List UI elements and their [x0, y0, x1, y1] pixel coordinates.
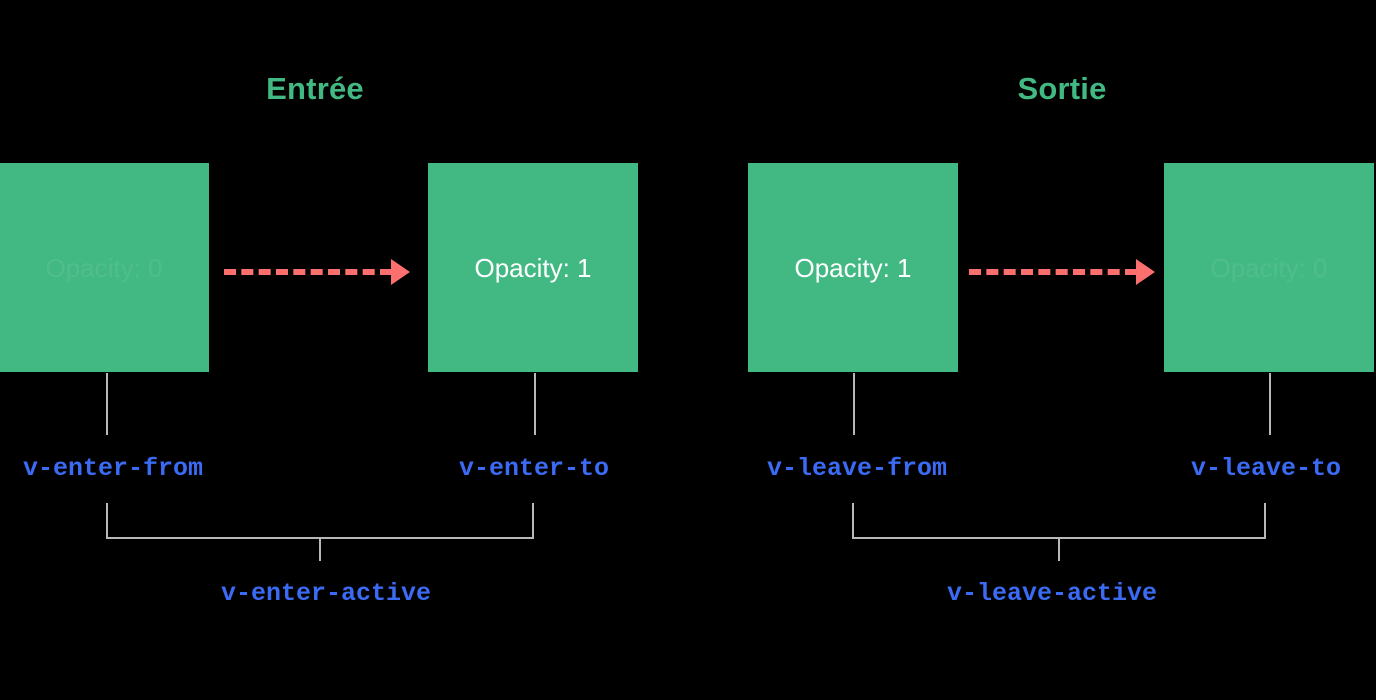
section-title-enter: Entrée: [266, 71, 364, 106]
class-label-v-enter-to: v-enter-to: [458, 454, 610, 483]
connector-line-leave-from: [853, 373, 855, 435]
span-bracket-icon-enter: [106, 503, 534, 539]
connector-line-enter-from: [106, 373, 108, 435]
class-label-v-leave-from: v-leave-from: [766, 454, 948, 483]
class-label-v-enter-from: v-enter-from: [22, 454, 204, 483]
dashed-arrow-right-icon: [969, 259, 1155, 285]
state-box-enter-from: Opacity: 0: [0, 163, 209, 372]
connector-line-enter-to: [534, 373, 536, 435]
bracket-stem-leave: [1058, 539, 1060, 561]
span-bracket-icon-leave: [852, 503, 1266, 539]
arrow-shaft: [224, 269, 392, 275]
arrow-head: [1136, 259, 1155, 285]
state-box-label: Opacity: 1: [794, 252, 912, 283]
class-label-v-enter-active: v-enter-active: [220, 579, 432, 608]
connector-line-leave-to: [1269, 373, 1271, 435]
section-title-leave: Sortie: [1017, 71, 1107, 106]
class-label-v-leave-to: v-leave-to: [1190, 454, 1342, 483]
bracket-stem-enter: [319, 539, 321, 561]
state-box-label: Opacity: 1: [474, 252, 592, 283]
state-box-leave-to: Opacity: 0: [1164, 163, 1374, 372]
dashed-arrow-right-icon: [224, 259, 410, 285]
class-label-v-leave-active: v-leave-active: [946, 579, 1158, 608]
arrow-head: [391, 259, 410, 285]
state-box-label: Opacity: 0: [45, 252, 163, 283]
arrow-shaft: [969, 269, 1137, 275]
state-box-enter-to: Opacity: 1: [428, 163, 638, 372]
state-box-label: Opacity: 0: [1210, 252, 1328, 283]
state-box-leave-from: Opacity: 1: [748, 163, 958, 372]
